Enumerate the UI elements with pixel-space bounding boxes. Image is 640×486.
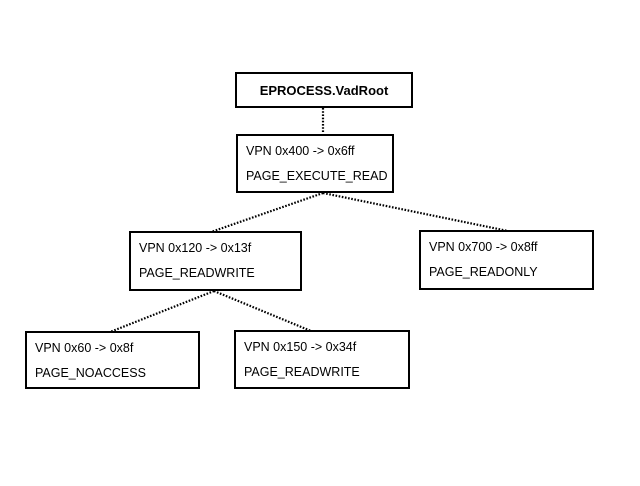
edge-vad-120-to-vad-150 xyxy=(213,289,312,333)
vad-range: VPN 0x60 -> 0x8f xyxy=(35,341,134,355)
vad-node-400: VPN 0x400 -> 0x6ff PAGE_EXECUTE_READ xyxy=(236,134,394,193)
vad-range: VPN 0x120 -> 0x13f xyxy=(139,241,252,255)
edge-vad-400-to-vad-120 xyxy=(210,191,324,234)
vad-node-60: VPN 0x60 -> 0x8f PAGE_NOACCESS xyxy=(25,331,200,389)
vad-range: VPN 0x700 -> 0x8ff xyxy=(429,240,538,254)
vad-protection: PAGE_READWRITE xyxy=(244,365,360,379)
edge-vad-120-to-vad-60 xyxy=(109,289,215,334)
vad-protection: PAGE_EXECUTE_READ xyxy=(246,169,388,183)
vad-protection: PAGE_READWRITE xyxy=(139,266,255,280)
vad-root-node: EPROCESS.VadRoot xyxy=(235,72,413,108)
vad-node-700: VPN 0x700 -> 0x8ff PAGE_READONLY xyxy=(419,230,594,290)
vad-range: VPN 0x150 -> 0x34f xyxy=(244,340,357,354)
edge-vad-400-to-vad-700 xyxy=(322,191,509,233)
vad-range: VPN 0x400 -> 0x6ff xyxy=(246,144,355,158)
vad-protection: PAGE_NOACCESS xyxy=(35,366,146,380)
vad-protection: PAGE_READONLY xyxy=(429,265,538,279)
vad-node-120: VPN 0x120 -> 0x13f PAGE_READWRITE xyxy=(129,231,302,291)
vad-root-label: EPROCESS.VadRoot xyxy=(259,82,389,98)
vad-node-150: VPN 0x150 -> 0x34f PAGE_READWRITE xyxy=(234,330,410,389)
